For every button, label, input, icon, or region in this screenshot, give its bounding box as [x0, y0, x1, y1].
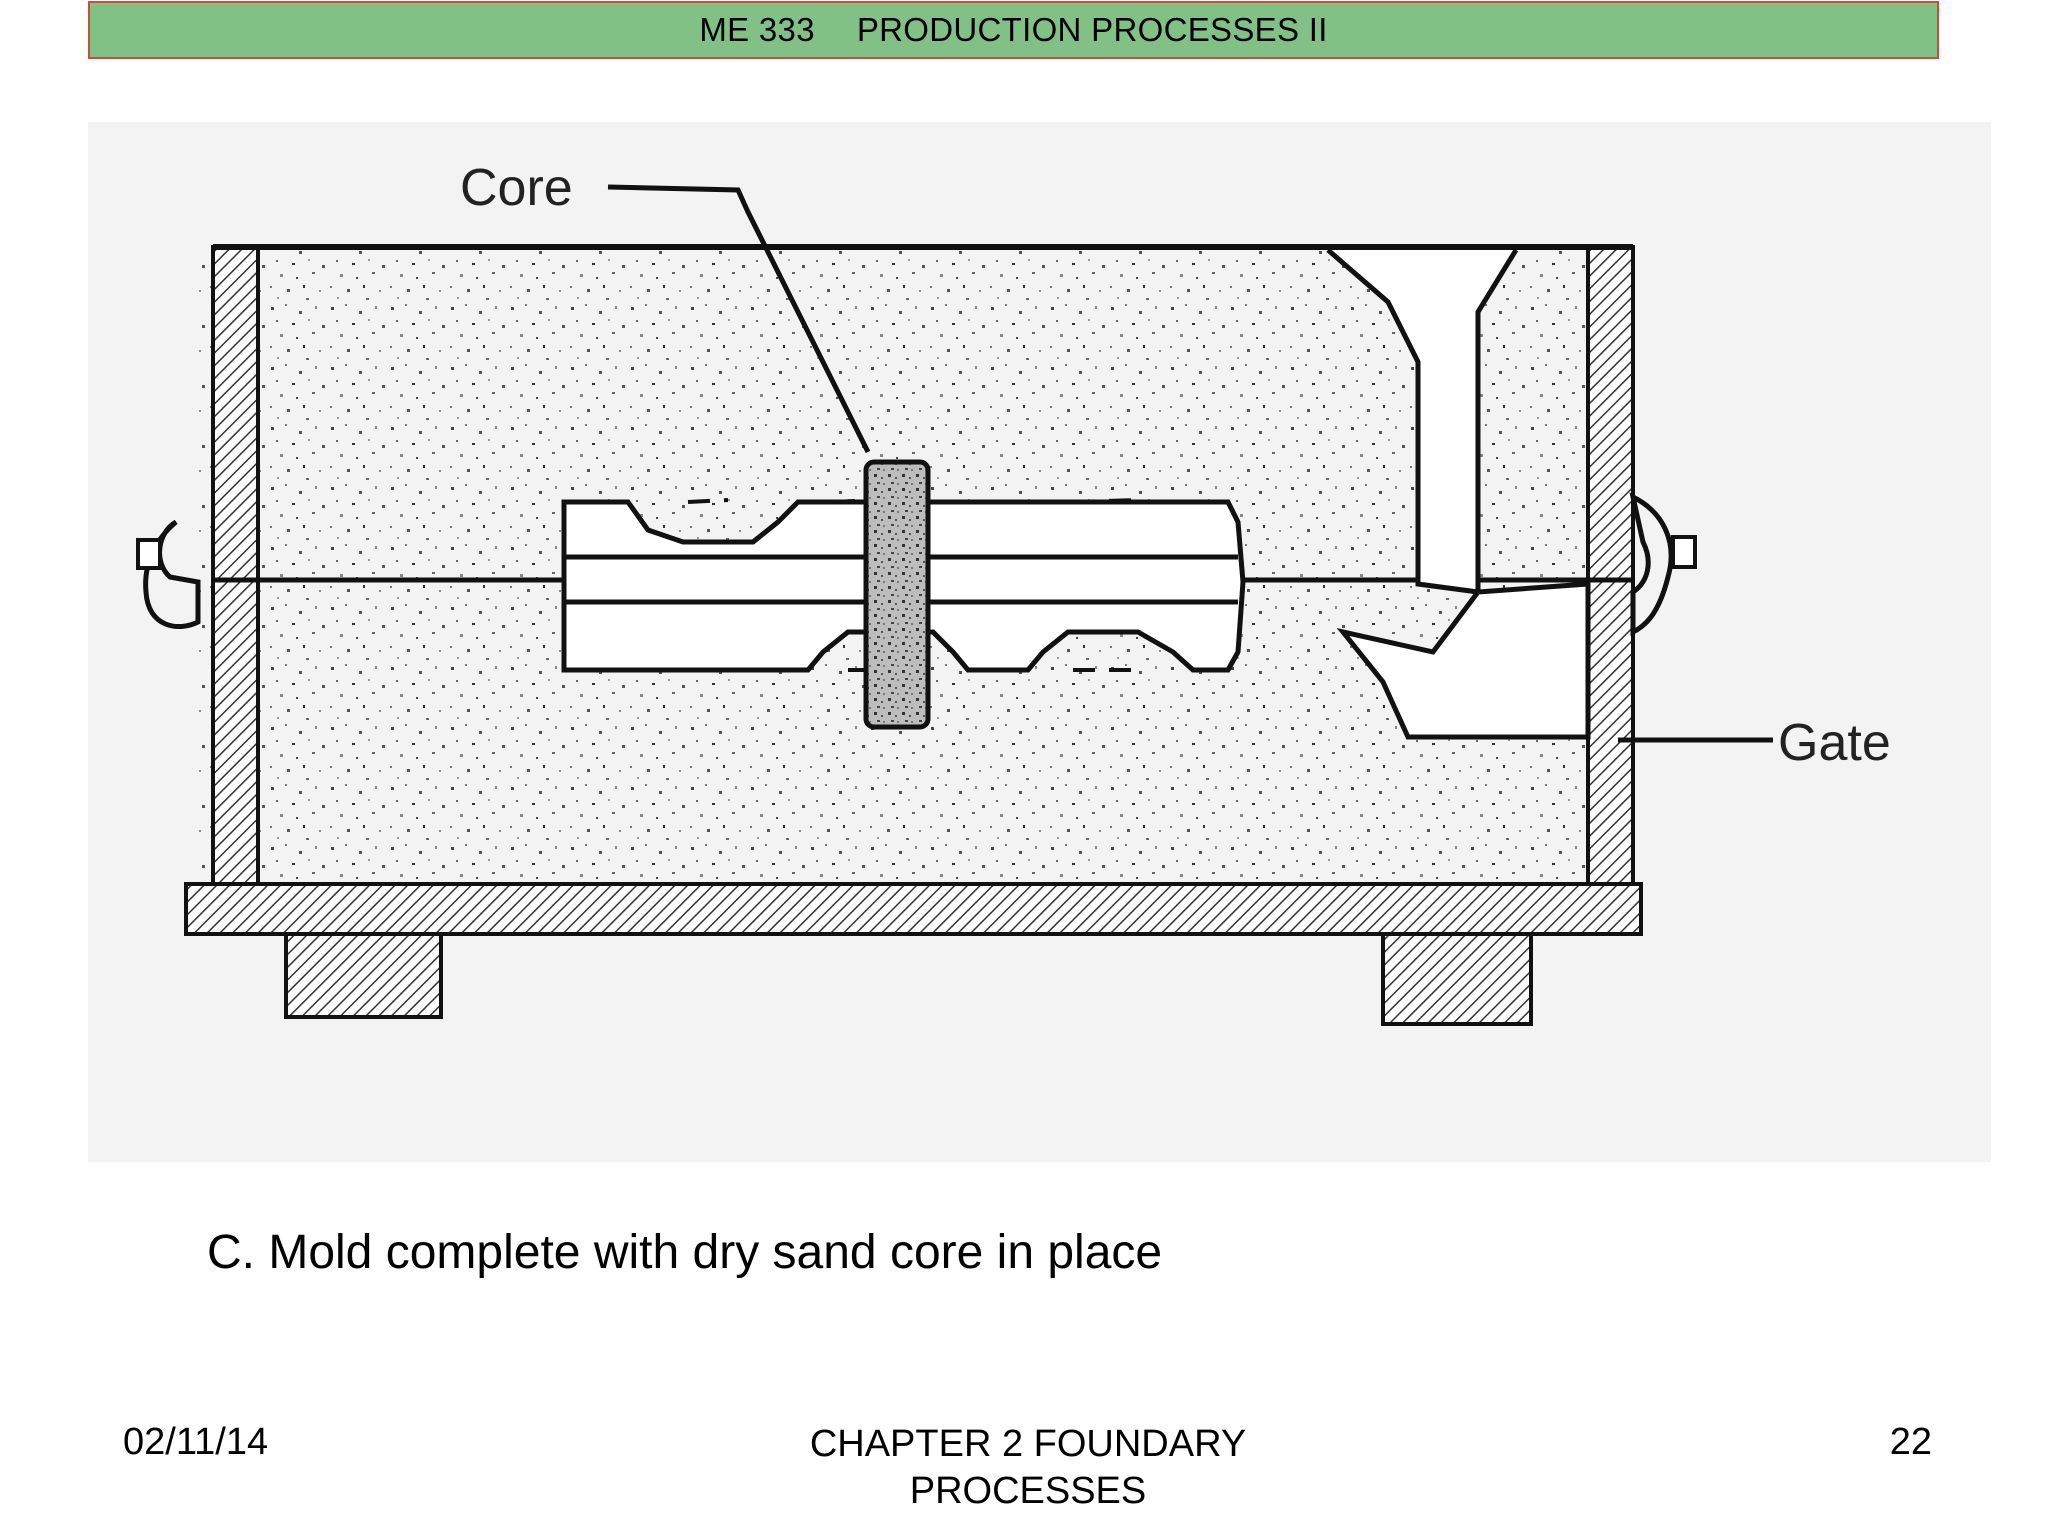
support-block-right [1381, 932, 1533, 1026]
sprue [1326, 248, 1519, 595]
core-leader-line [607, 184, 871, 454]
slide-header-bar: ME 333 PRODUCTION PROCESSES II [88, 1, 1939, 59]
footer-chapter-title: CHAPTER 2 FOUNDARY PROCESSES [809, 1423, 1247, 1512]
flask-pin-left [143, 519, 201, 630]
footer-page-number: 22 [1889, 1421, 1932, 1463]
course-title: PRODUCTION PROCESSES II [856, 11, 1328, 48]
bottom-board [184, 882, 1643, 936]
flask-wall-left [211, 245, 260, 889]
flask-pin-right [1629, 492, 1674, 637]
course-code: ME 333 [699, 11, 815, 48]
mold-diagram-svg: Core Gate [136, 159, 1891, 1026]
gate-label: Gate [1778, 714, 1891, 772]
mold-diagram: Core Gate [88, 122, 1991, 1162]
flask-wall-right [1586, 245, 1635, 889]
figure-caption: C. Mold complete with dry sand core in p… [207, 1226, 1163, 1279]
gate-channel [1336, 581, 1591, 740]
footer-date: 02/11/14 [123, 1421, 269, 1463]
dry-sand-core [863, 459, 931, 730]
core-label: Core [460, 159, 573, 217]
support-block-left [284, 932, 443, 1019]
